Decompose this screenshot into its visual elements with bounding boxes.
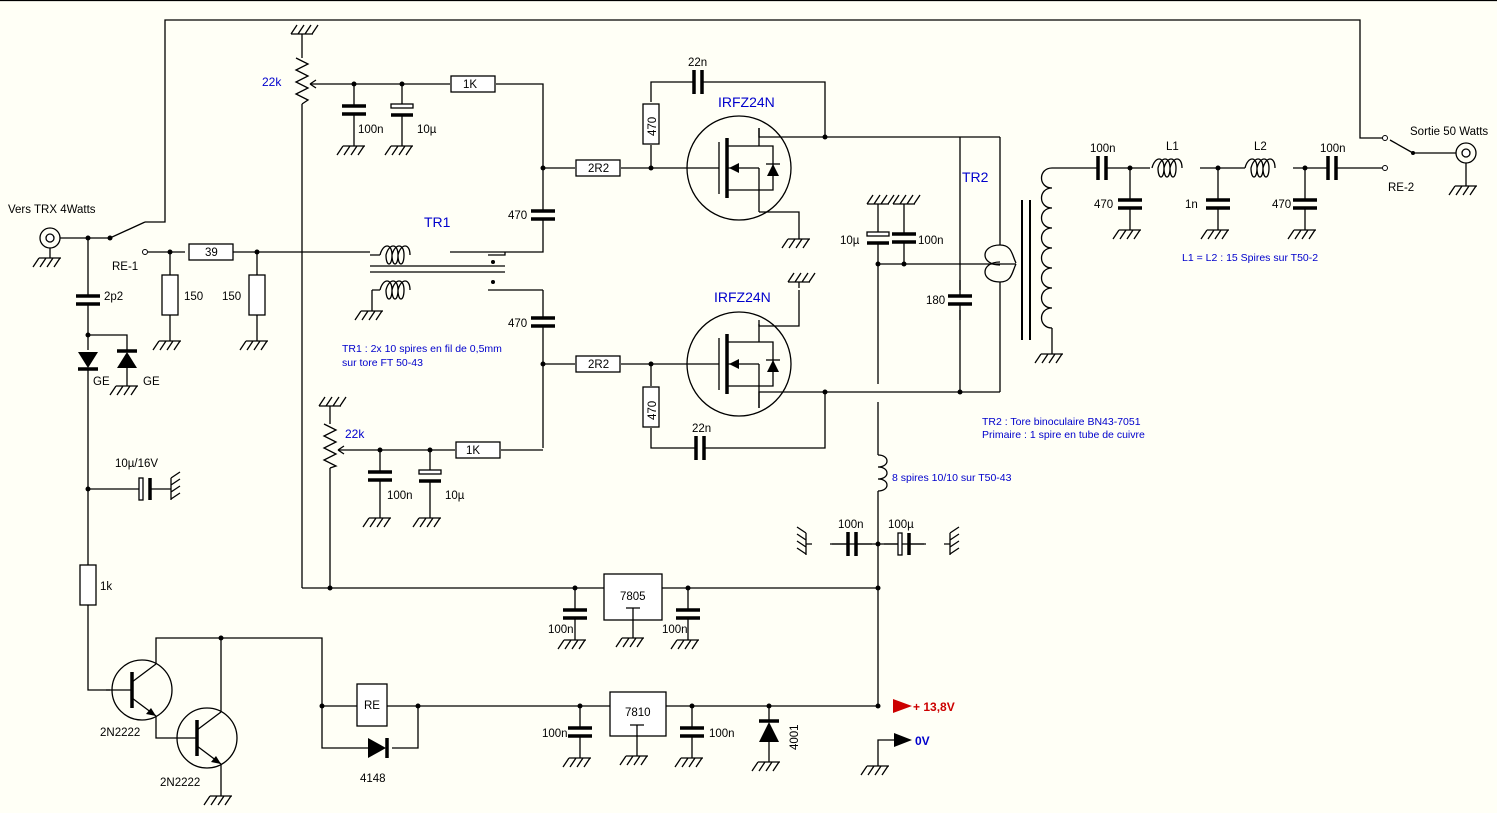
label-r39: 39 [205,247,218,259]
label-r1k-top: 1K [463,79,477,91]
output-connector [1442,142,1478,196]
label-c10u16v: 10µ/16V [115,458,158,470]
label-c-out-100n-a: 100n [1090,143,1116,155]
transistor-2n2222-a [104,658,174,722]
label-relay: RE [364,700,380,712]
label-c7810-in: 100n [542,728,568,740]
label-c-out-470b: 470 [1272,199,1291,211]
label-tr1: TR1 [424,214,451,230]
label-c470-bot: 470 [508,318,527,330]
note-tr2-2: Primaire : 1 spire en tube de cuivre [982,429,1145,441]
label-7805: 7805 [620,591,646,603]
label-pot-top: 22k [262,75,282,89]
label-2n2222b: 2N2222 [160,777,200,789]
label-c7810-out: 100n [709,728,735,740]
label-c180: 180 [926,295,945,307]
label-c-bot-100n: 100n [387,490,413,502]
label-c10u-tr2: 10µ [840,235,860,247]
label-supply: + 13,8V [913,700,955,714]
transformer-tr1 [370,245,543,305]
label-c-bot-10u: 10µ [445,490,465,502]
mosfet-irfz24n-bottom [685,310,793,418]
label-r150a: 150 [184,291,203,303]
label-c100n-dec: 100n [838,519,864,531]
label-2n2222a: 2N2222 [100,727,140,739]
label-2r2-top: 2R2 [588,163,609,175]
label-tr2: TR2 [962,169,989,185]
label-r1k-bot: 1K [466,445,480,457]
label-22n-top: 22n [688,57,707,69]
mosfet-irfz24n-top [685,114,793,222]
label-r150b: 150 [222,291,241,303]
label-c-out-470a: 470 [1094,199,1113,211]
label-ge1: GE [93,376,110,388]
note-choke: 8 spires 10/10 sur T50-43 [892,472,1012,484]
note-filter: L1 = L2 : 15 Spires sur T50-2 [1182,252,1318,264]
note-tr1-2: sur tore FT 50-43 [342,357,423,369]
inductor-l1 [1151,158,1183,178]
note-tr2-1: TR2 : Tore binoculaire BN43-7051 [982,416,1141,428]
regulator-7810 [609,691,667,737]
label-22n-bot: 22n [692,423,711,435]
label-470-gate-top: 470 [647,117,659,136]
label-c470-top: 470 [508,210,527,222]
label-c-out-1n: 1n [1185,199,1198,211]
label-c100u-dec: 100µ [888,519,914,531]
label-4001: 4001 [789,724,801,750]
label-c-out-100n-b: 100n [1320,143,1346,155]
label-vers-trx: Vers TRX 4Watts [8,204,96,216]
note-tr1-1: TR1 : 2x 10 spires en fil de 0,5mm [342,343,502,355]
transistor-2n2222-b [169,706,239,770]
label-r1k: 1k [100,581,112,593]
relay-coil [356,683,388,727]
label-sortie: Sortie 50 Watts [1410,126,1488,138]
label-pot-bot: 22k [345,427,365,441]
label-4148: 4148 [360,773,386,785]
label-q-bot: IRFZ24N [714,289,771,305]
transformer-tr2-secondary [1040,167,1053,329]
label-7810: 7810 [625,707,651,719]
label-q-top: IRFZ24N [718,94,775,110]
label-l2: L2 [1254,141,1267,153]
label-2r2-bot: 2R2 [588,359,609,371]
label-470-gate-bot: 470 [647,401,659,420]
label-re2: RE-2 [1388,182,1414,194]
label-ground: 0V [915,734,930,748]
label-re1: RE-1 [112,261,138,273]
label-c-top-100n: 100n [358,124,384,136]
label-c100n-tr2: 100n [918,235,944,247]
label-c2p2: 2p2 [104,291,123,303]
label-l1: L1 [1166,141,1179,153]
inductor-l2 [1244,158,1276,178]
label-c7805-in: 100n [548,624,574,636]
label-c7805-out: 100n [662,624,688,636]
label-c-top-10u: 10µ [417,124,437,136]
label-ge2: GE [143,376,160,388]
